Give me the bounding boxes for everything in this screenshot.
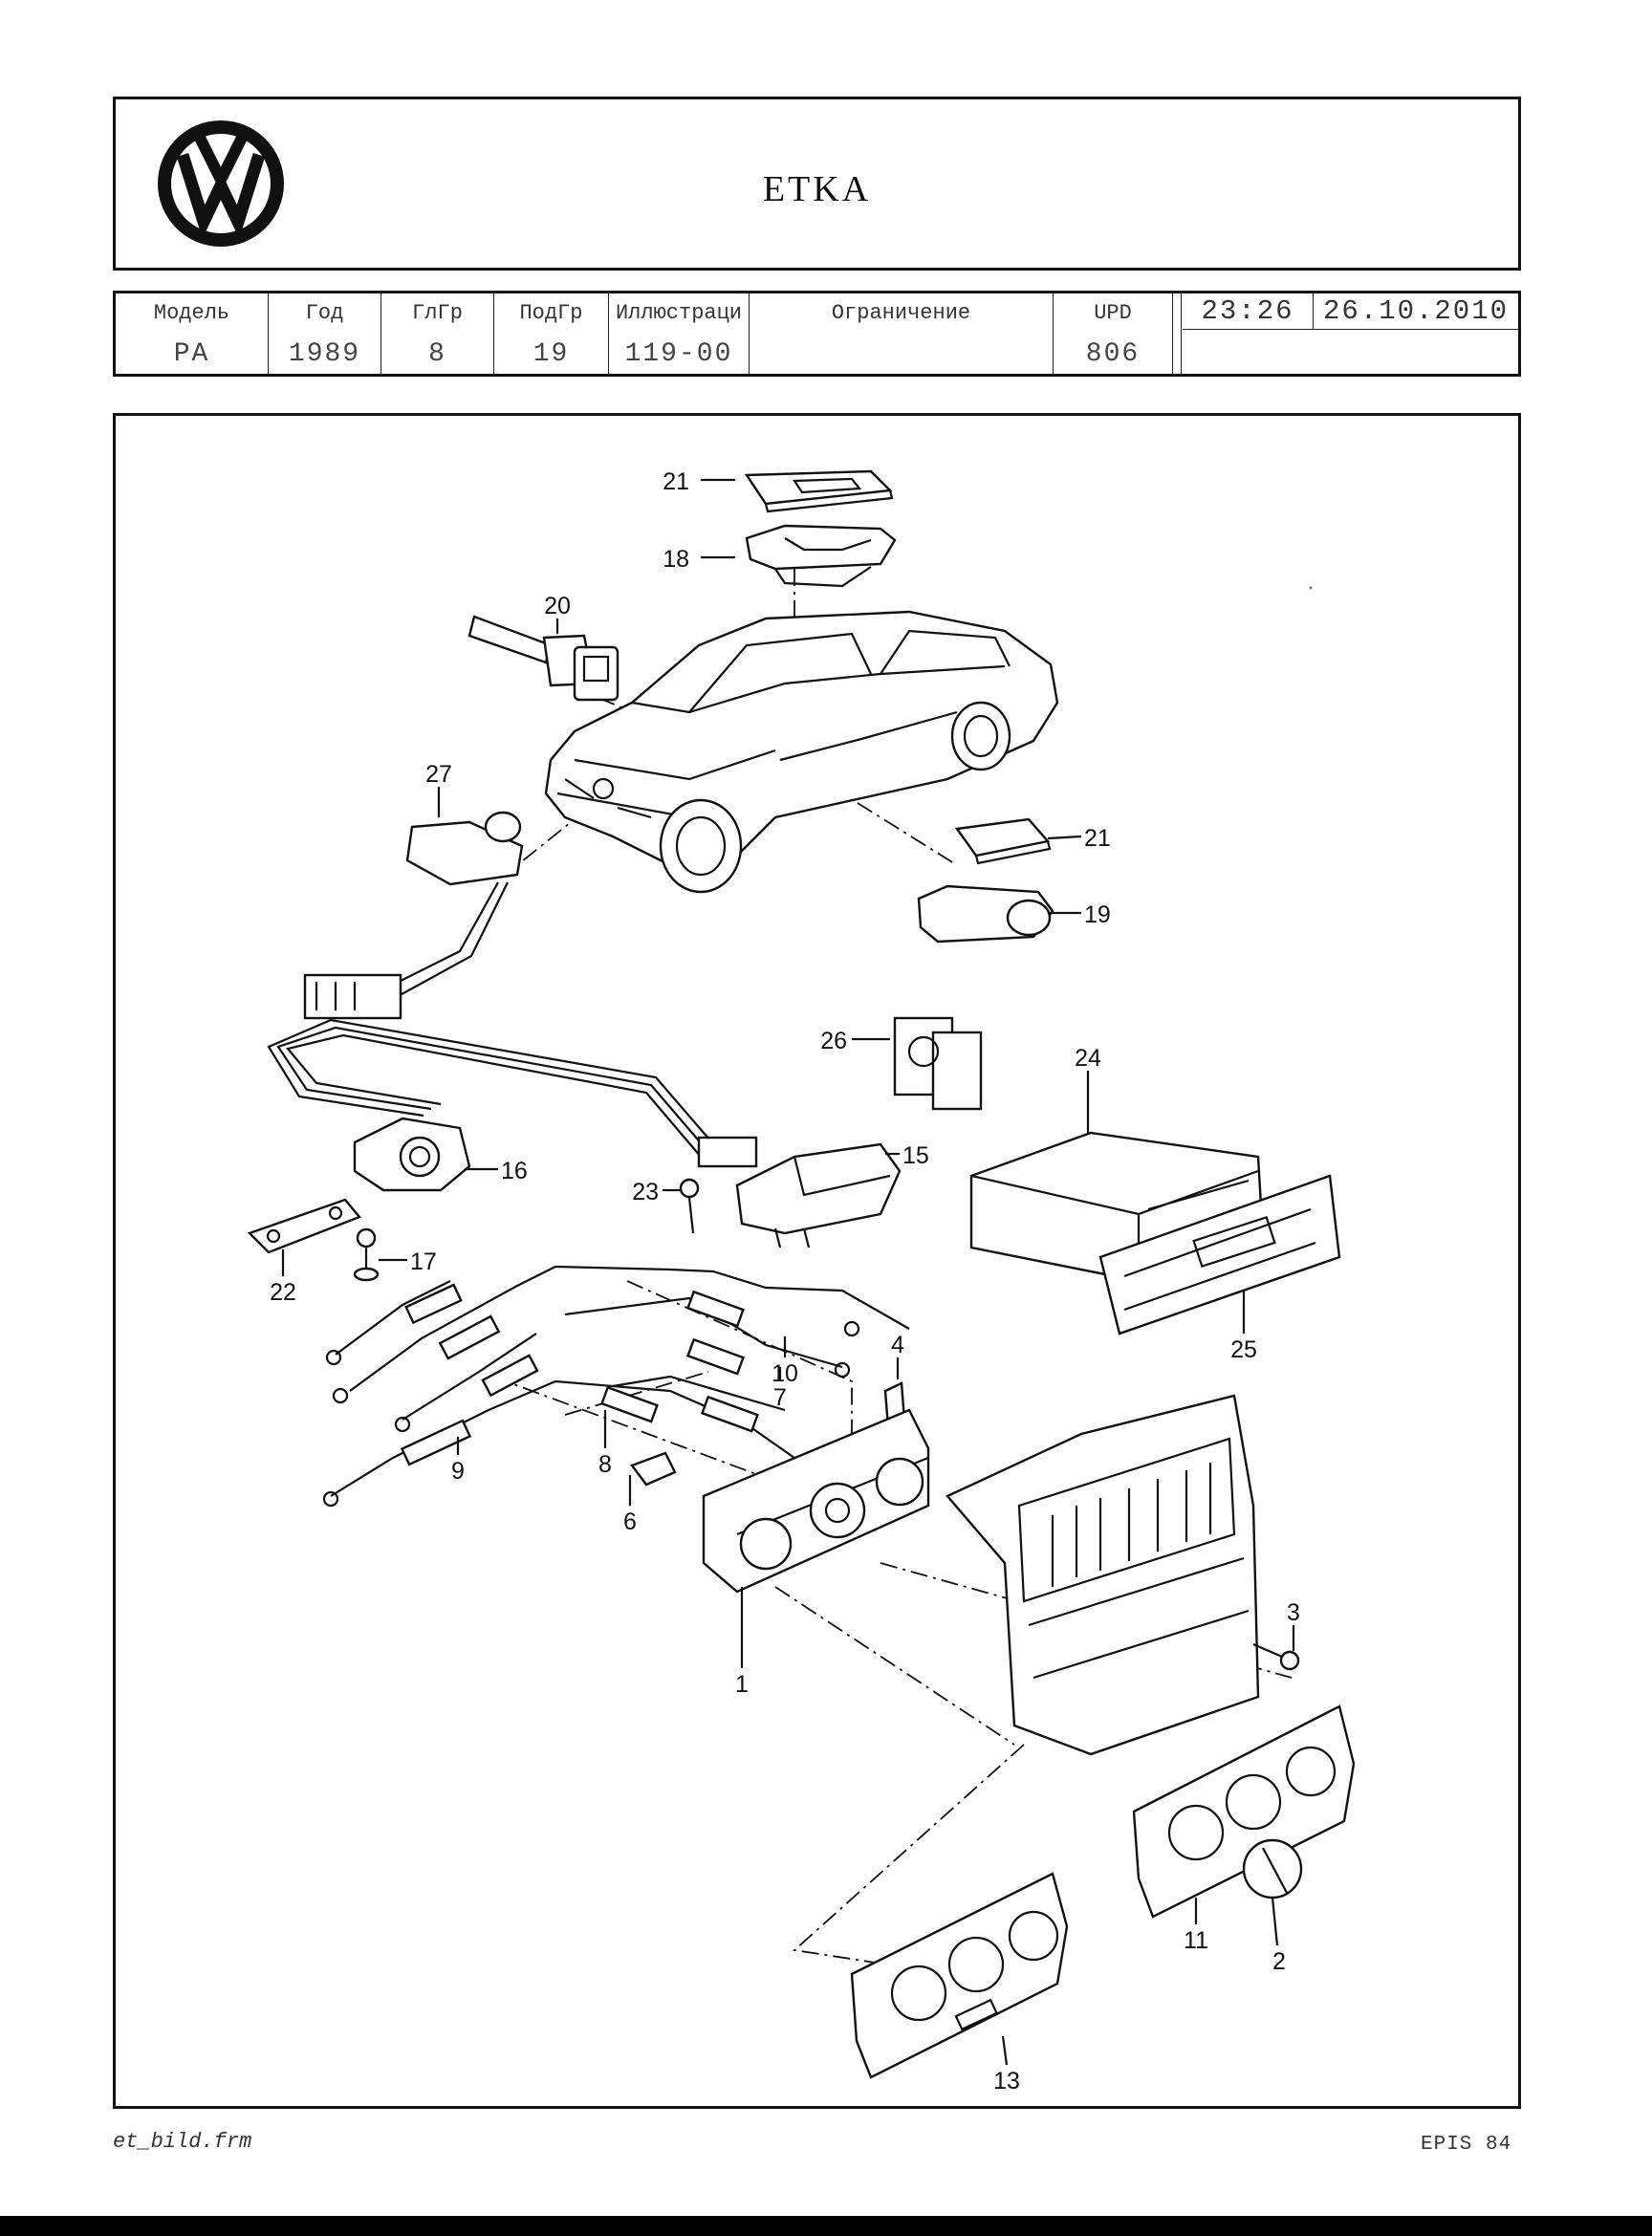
callout-19: 19 [1084, 901, 1111, 928]
part-18-sensor [745, 524, 897, 588]
info-col-model: Модель PA [116, 293, 269, 374]
callout-9: 9 [451, 1458, 465, 1485]
info-label: ГлГр [412, 301, 463, 325]
info-col-illustration: Иллюстраци 119-00 [609, 293, 750, 374]
callout-23: 23 [632, 1179, 659, 1205]
callout-25: 25 [1230, 1336, 1257, 1363]
center-bezel-vents [946, 1394, 1260, 1756]
parts-diagram: 21 18 20 27 21 19 26 24 15 16 23 17 22 2… [113, 413, 1521, 2109]
header-box: ETKA [113, 97, 1521, 271]
bottom-black-band [0, 2216, 1652, 2236]
callout-6: 6 [623, 1509, 637, 1535]
info-value: 119-00 [624, 339, 733, 369]
callout-24: 24 [1075, 1045, 1101, 1072]
part-21-cover-right [954, 817, 1052, 865]
info-time: 23:26 [1183, 293, 1314, 330]
vw-logo-icon [154, 117, 288, 250]
info-value: PA [173, 339, 210, 369]
exploded-view-drawing: 21 18 20 27 21 19 26 24 15 16 23 17 22 2… [247, 468, 1356, 2095]
part-17-screw [353, 1227, 380, 1282]
callout-16: 16 [501, 1158, 528, 1184]
callout-20: 20 [544, 593, 571, 619]
callout-18: 18 [663, 546, 689, 573]
car-illustration [544, 610, 1059, 894]
part-1-control-unit [702, 1408, 930, 1594]
part-25-climate-panel [1098, 1174, 1341, 1335]
callout-21-top: 21 [663, 468, 689, 495]
part-23-screw [679, 1178, 700, 1234]
info-value: 8 [428, 339, 446, 369]
part-22-bracket [247, 1198, 361, 1254]
page-title: ETKA [762, 169, 872, 209]
callout-1: 1 [735, 1671, 749, 1698]
cables-group [322, 1265, 910, 1508]
part-15-blower-switch [735, 1142, 902, 1248]
part-2-knob [1242, 1838, 1303, 1900]
callout-8: 8 [598, 1451, 612, 1478]
info-col-year: Год 1989 [269, 293, 381, 374]
callout-27: 27 [425, 761, 452, 788]
part-13-trim-panel [850, 1872, 1069, 2079]
part-20-temp-sensor [467, 615, 620, 702]
callout-15: 15 [902, 1142, 929, 1169]
part-21-cover-top [744, 469, 894, 513]
double-divider [1181, 293, 1182, 374]
info-value: 19 [533, 339, 570, 369]
part-6-clip [630, 1451, 677, 1487]
callout-4: 4 [891, 1332, 904, 1358]
info-label: Модель [153, 301, 230, 325]
info-label: Год [305, 301, 344, 325]
info-value: 806 [1085, 339, 1141, 369]
part-3-screw [1252, 1642, 1300, 1671]
footer-system-version: EPIS 84 [1421, 2134, 1512, 2156]
leader-lines [281, 478, 1295, 2066]
info-table: Модель PA Год 1989 ГлГр 8 ПодГр 19 Иллюс… [113, 291, 1521, 377]
callout-22: 22 [270, 1279, 296, 1306]
callout-17: 17 [410, 1248, 437, 1275]
part-11-trim-panel [1132, 1704, 1356, 1919]
callout-21-right: 21 [1084, 825, 1111, 852]
footer-form-name: et_bild.frm [113, 2130, 252, 2154]
info-col-restriction: Ограничение [750, 293, 1054, 374]
callout-26: 26 [820, 1028, 847, 1054]
info-label: Иллюстраци [615, 301, 743, 325]
info-col-upd: UPD 806 [1054, 293, 1173, 374]
info-label: Ограничение [831, 301, 971, 325]
info-date: 26.10.2010 [1314, 293, 1518, 330]
callout-11: 11 [1184, 1927, 1208, 1954]
info-col-sub-group: ПодГр 19 [494, 293, 609, 374]
info-label: UPD [1094, 301, 1132, 325]
info-label: ПодГр [519, 301, 583, 325]
callout-2: 2 [1272, 1948, 1286, 1975]
part-16-cable-harness [267, 1018, 758, 1192]
info-value: 1989 [288, 339, 361, 369]
part-19-sensor [917, 884, 1054, 944]
callout-7: 7 [773, 1384, 787, 1411]
part-26-switch [893, 1016, 983, 1111]
callout-13: 13 [993, 2068, 1020, 2095]
callout-10: 10 [772, 1360, 798, 1387]
info-col-main-group: ГлГр 8 [381, 293, 494, 374]
callout-labels: 21 18 20 27 21 19 26 24 15 16 23 17 22 2… [270, 468, 1300, 2095]
callout-3: 3 [1287, 1599, 1300, 1626]
part-27-switch [303, 811, 524, 1020]
